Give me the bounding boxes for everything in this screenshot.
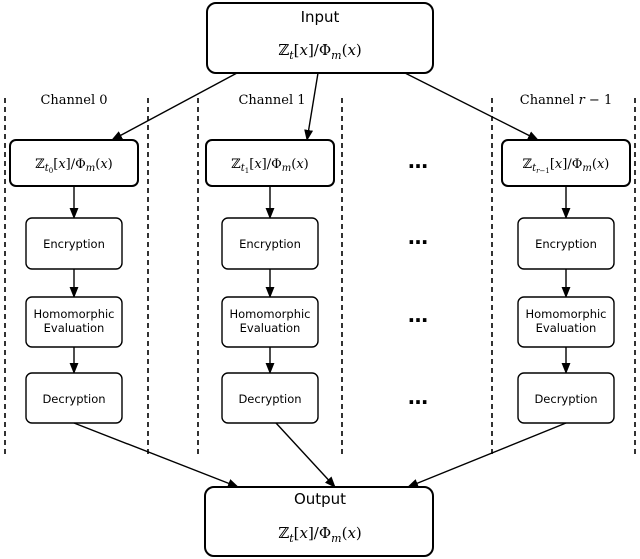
channel-0-label: Channel 0 [40,93,107,108]
evaluation-label-line1: Homomorphic [230,307,311,321]
arrow [304,72,319,142]
ellipsis: … [408,303,428,327]
arrow [275,422,336,488]
channel-separators [4,98,636,458]
channel-0-column: ℤt0[x]/Φm(x) Encryption Homomorphic Eval… [9,139,139,424]
output-formula: ℤt[x]/Φm(x) [278,524,362,545]
channel-1-ring: ℤt1[x]/Φm(x) [231,157,309,175]
ellipsis: … [408,385,428,409]
channel-1-label: Channel 1 [238,93,305,108]
input-arrows [111,72,540,142]
input-title: Input [301,8,340,26]
evaluation-label-line2: Evaluation [44,321,105,335]
evaluation-label-line2: Evaluation [536,321,597,335]
evaluation-label-line2: Evaluation [240,321,301,335]
decryption-label: Decryption [238,392,301,406]
decryption-box [221,372,319,424]
ellipsis-column: … … … … [408,149,428,409]
arrow [111,72,238,141]
channel-r-minus-1-label: Channel r − 1 [520,93,612,108]
channel-r-minus-1-column: ℤtr−1[x]/Φm(x) Encryption Homomorphic Ev… [501,139,631,424]
output-title: Output [294,490,346,508]
encryption-label: Encryption [239,237,301,251]
arrow [406,422,567,488]
arrow [73,422,240,488]
channel-0-ring: ℤt0[x]/Φm(x) [35,157,113,175]
input-box: Input ℤt[x]/Φm(x) [206,2,434,74]
ellipsis: … [408,149,428,173]
decryption-label: Decryption [534,392,597,406]
evaluation-label-line1: Homomorphic [34,307,115,321]
channel-r-minus-1-ring: ℤtr−1[x]/Φm(x) [523,157,610,175]
evaluation-label-line1: Homomorphic [526,307,607,321]
arrow [404,72,540,141]
decryption-label: Decryption [42,392,105,406]
encryption-label: Encryption [535,237,597,251]
input-formula: ℤt[x]/Φm(x) [278,41,362,62]
channel-1-column: ℤt1[x]/Φm(x) Encryption Homomorphic Eval… [205,139,335,424]
output-arrows [73,422,567,488]
output-box: Output ℤt[x]/Φm(x) [204,486,434,557]
encryption-label: Encryption [43,237,105,251]
ellipsis: … [408,225,428,249]
